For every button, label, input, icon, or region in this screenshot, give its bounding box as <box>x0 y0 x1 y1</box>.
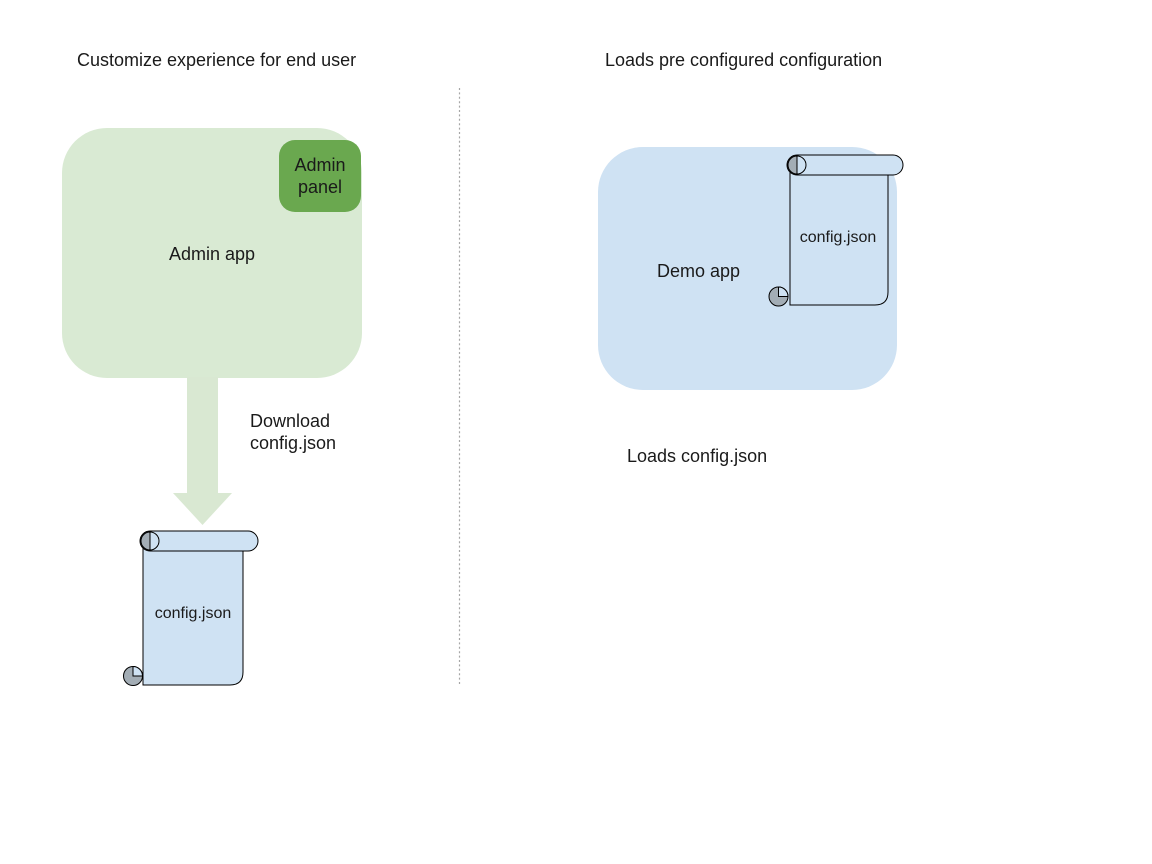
scroll-top-curl-shade <box>140 531 151 551</box>
config-json-label-left: config.json <box>154 605 232 622</box>
config-json-label-right: config.json <box>799 229 877 246</box>
scroll-top-curl <box>140 531 160 551</box>
scroll-top-roll <box>139 530 259 552</box>
left-section-heading: Customize experience for end user <box>77 50 357 70</box>
scroll-bottom-curl <box>123 666 143 686</box>
scroll-bottom-curl-notch <box>132 665 144 677</box>
admin-panel-label: Admin panel <box>294 155 346 197</box>
admin-app-label: Admin app <box>168 244 256 264</box>
download-arrow-label: Download config.json <box>250 411 337 453</box>
loads-config-caption: Loads config.json <box>627 446 768 466</box>
demo-app-box <box>598 147 897 390</box>
demo-app-label: Demo app <box>657 261 741 281</box>
right-section-heading: Loads pre configured configuration <box>605 50 883 70</box>
admin-panel-box: Admin panel <box>279 140 361 212</box>
download-arrow <box>173 377 232 525</box>
